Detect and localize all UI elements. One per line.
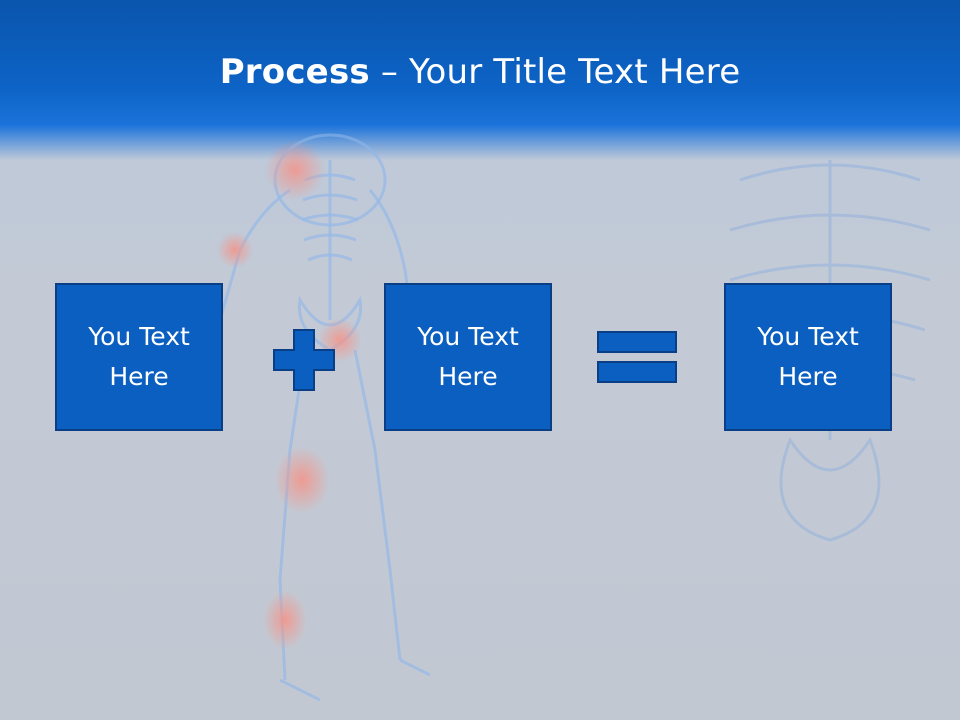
- text-box-1[interactable]: You Text Here: [55, 283, 223, 431]
- text-box-3[interactable]: You Text Here: [724, 283, 892, 431]
- text-box-3-label: You Text Here: [757, 322, 859, 391]
- plus-icon: [273, 329, 335, 391]
- text-box-2[interactable]: You Text Here: [384, 283, 552, 431]
- title-bold: Process: [219, 52, 370, 92]
- page-title: Process – Your Title Text Here: [0, 52, 960, 92]
- title-banner: [0, 0, 960, 160]
- skeleton-illustration: [208, 133, 431, 702]
- text-box-2-label: You Text Here: [417, 322, 519, 391]
- equals-icon: [597, 331, 677, 383]
- text-box-1-label: You Text Here: [88, 322, 190, 391]
- title-rest: – Your Title Text Here: [369, 52, 741, 92]
